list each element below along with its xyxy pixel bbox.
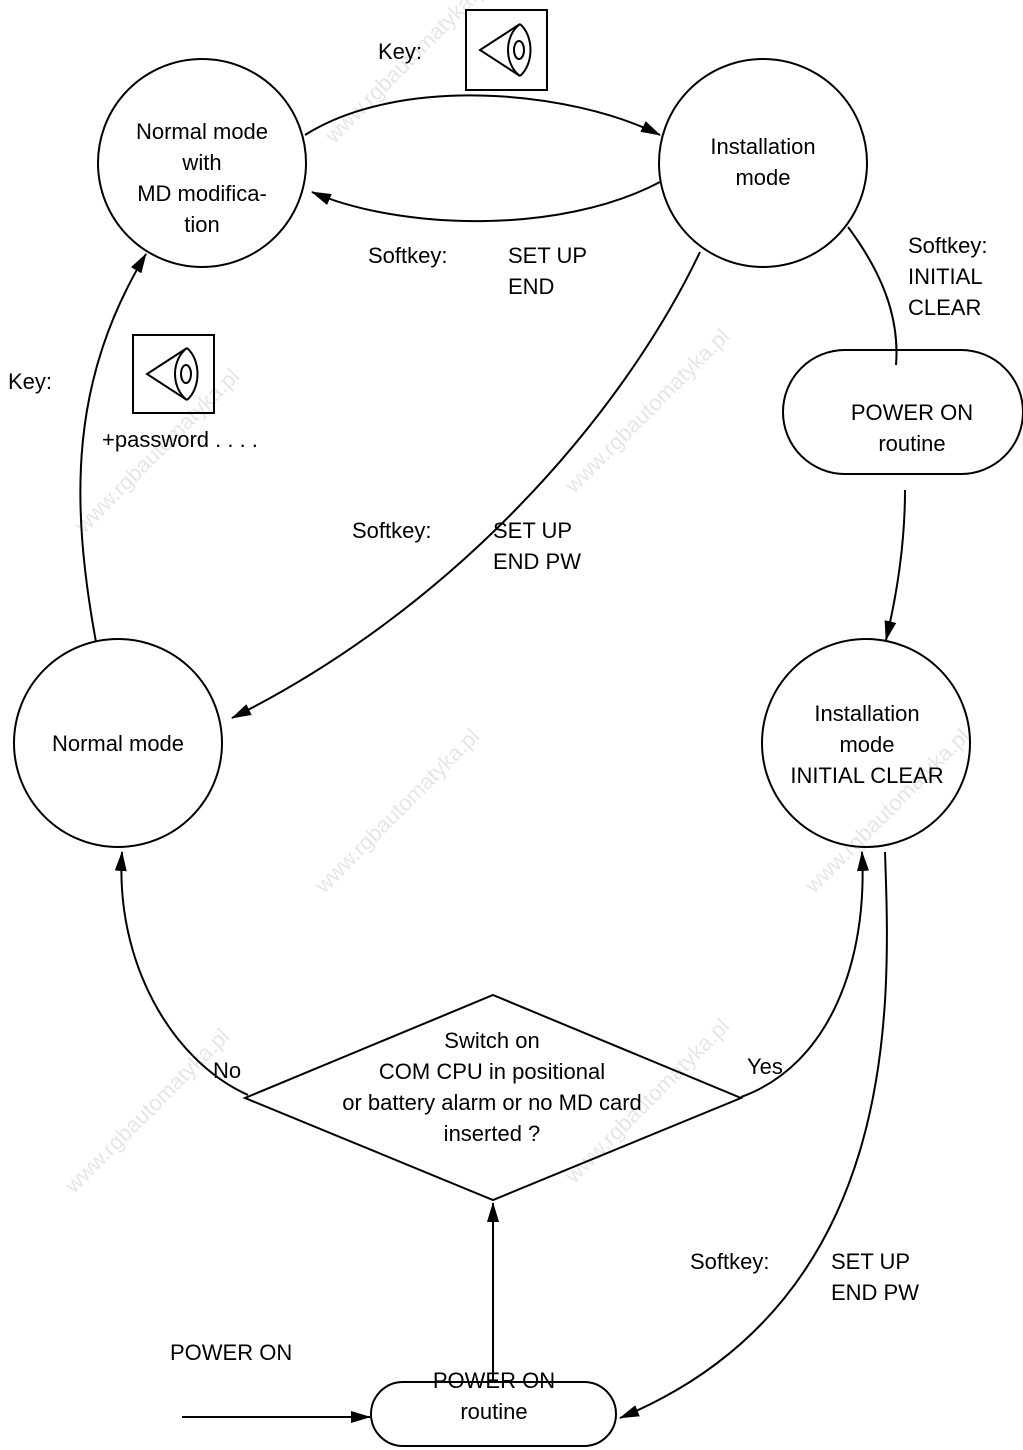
edge-power-on-routine-to-installation-clear <box>884 489 906 641</box>
edge-installation-to-normal-md <box>311 181 661 223</box>
softkey-endpw-mid-label: Softkey: <box>352 518 432 543</box>
edge-installation-to-normal <box>231 251 701 719</box>
eye-key-icon <box>132 334 215 414</box>
edge-decision-yes <box>740 851 870 1098</box>
key-left-label: Key: <box>8 369 53 394</box>
node-power-on-routine-right-shape <box>782 349 1023 475</box>
softkey-endpw-bottom-label: Softkey: <box>690 1249 770 1274</box>
softkey-setup-end-label: Softkey: <box>368 243 448 268</box>
decision-yes-label: Yes <box>747 1054 783 1079</box>
power-on-input-label: POWER ON <box>170 1340 293 1365</box>
edge-normal-md-to-installation <box>304 94 661 136</box>
node-decision-diamond <box>242 993 744 1202</box>
password-label: +password . . . . <box>102 427 258 452</box>
edge-normal-to-normal-md <box>79 253 147 643</box>
edge-installation-clear-to-routine <box>619 851 888 1419</box>
node-normal-circle <box>13 638 223 848</box>
edge-decision-no <box>114 851 249 1096</box>
node-installation-clear-circle <box>761 638 971 848</box>
node-installation-circle <box>658 58 868 268</box>
decision-no-label: No <box>213 1058 242 1083</box>
eye-key-icon <box>465 9 548 91</box>
edge-installation-to-power-on-routine <box>847 226 898 366</box>
node-normal-md-circle <box>97 58 307 268</box>
key-top-label: Key: <box>378 39 423 64</box>
node-normal-label: Normal mode <box>51 731 185 756</box>
